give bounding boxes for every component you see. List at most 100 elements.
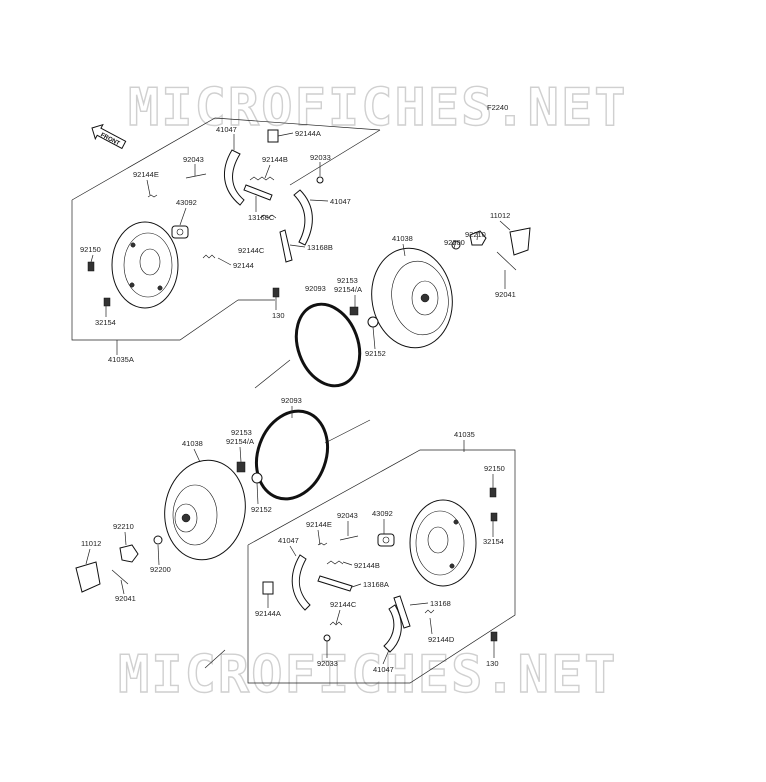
pin-92043-lower — [339, 535, 359, 541]
bolt-130-lower — [490, 631, 498, 642]
spring-92144-upper — [202, 254, 216, 259]
label-92144c: 92144C — [238, 246, 265, 255]
label-11012: 11012 — [81, 539, 101, 548]
label-11012: 11012 — [490, 211, 510, 220]
nut-92210-upper — [469, 230, 487, 246]
label-13168b: 13168B — [307, 243, 333, 252]
washer-92152-lower — [251, 472, 263, 484]
spring-92144d-lower — [424, 609, 435, 614]
front-arrow-icon: FRONT — [91, 123, 127, 150]
label-92144d: 92144D — [428, 635, 455, 644]
label-41035: 41035 — [454, 430, 475, 439]
label-13168: 13168 — [430, 599, 451, 608]
brake-shoe-41047-upper-a — [223, 149, 245, 206]
label-92153: 92153 — [231, 428, 252, 437]
label-130: 130 — [486, 659, 499, 668]
brake-drum-41038-lower — [164, 459, 246, 561]
lever-13168c-upper — [243, 184, 273, 201]
label-92150: 92150 — [484, 464, 505, 473]
pin-92144e-upper — [147, 194, 158, 198]
lever-13168b-upper — [279, 229, 293, 263]
label-92150: 92150 — [80, 245, 101, 254]
upper-assembly — [71, 117, 531, 389]
brake-shoe-41047-lower-a — [291, 554, 311, 611]
label-92144e: 92144E — [306, 520, 332, 529]
label-41047: 41047 — [216, 125, 237, 134]
label-92043: 92043 — [337, 511, 358, 520]
label-92144c: 92144C — [330, 600, 357, 609]
backing-plate-41035 — [409, 499, 477, 587]
cap-11012-lower — [75, 561, 101, 593]
washer-92033-lower — [323, 634, 331, 642]
brake-shoe-41047-lower-b — [383, 604, 402, 653]
label-92210: 92210 — [465, 230, 486, 239]
wheel-cylinder-43092-lower — [377, 533, 395, 547]
label-43092: 43092 — [372, 509, 393, 518]
label-41035a: 41035A — [108, 355, 134, 364]
pin-92144e-lower — [317, 542, 328, 546]
watermark-bottom: MICROFICHES.NET — [118, 645, 618, 705]
clip-92144a-lower — [262, 581, 274, 595]
label-92152: 92152 — [251, 505, 272, 514]
lever-13168a-lower — [317, 575, 353, 592]
bolt-92150-lower — [489, 487, 497, 498]
brake-drum-41038-upper — [371, 247, 453, 349]
lever-13168-lower — [393, 595, 411, 629]
seal-ring-92093-lower — [255, 409, 329, 501]
brake-shoe-41047-upper-b — [293, 189, 313, 246]
label-92043: 92043 — [183, 155, 204, 164]
label-92041: 92041 — [115, 594, 136, 603]
washer-92152-upper — [367, 316, 379, 328]
label-92154a: 92154/A — [226, 437, 254, 446]
lower-assembly — [75, 409, 516, 684]
label-43092: 43092 — [176, 198, 197, 207]
leader-lines — [85, 132, 511, 665]
spring-92144c-upper — [259, 214, 277, 219]
label-92033: 92033 — [310, 153, 331, 162]
label-32154: 32154 — [95, 318, 116, 327]
nipple-32154-upper — [103, 297, 111, 307]
label-92093: 92093 — [281, 396, 302, 405]
label-92144e: 92144E — [133, 170, 159, 179]
label-41047: 41047 — [330, 197, 351, 206]
watermark-top: MICROFICHES.NET — [128, 78, 628, 138]
label-13168c: 13168C — [248, 213, 275, 222]
cap-11012-upper — [509, 227, 531, 256]
figure-code: F2240 — [487, 103, 508, 112]
label-92093: 92093 — [305, 284, 326, 293]
label-41047: 41047 — [278, 536, 299, 545]
backing-plate-41035a — [111, 221, 179, 309]
label-92033: 92033 — [317, 659, 338, 668]
nut-92210-lower — [119, 544, 139, 563]
seal-ring-92093-upper — [294, 302, 362, 388]
washer-92200-lower — [153, 535, 163, 545]
label-13168a: 13168A — [363, 580, 389, 589]
label-92152: 92152 — [365, 349, 386, 358]
lower-labels: 92093 41035 92153 92154/A 41038 92150 92… — [81, 396, 505, 674]
wheel-cylinder-43092 — [171, 225, 189, 239]
washer-92033-upper — [316, 176, 324, 184]
spring-92144c-lower — [329, 621, 343, 626]
stud-92153-upper — [349, 306, 359, 316]
label-92210: 92210 — [113, 522, 134, 531]
bolt-130-upper — [272, 287, 280, 298]
label-130: 130 — [272, 311, 285, 320]
label-92144: 92144 — [233, 261, 254, 270]
label-32154: 32154 — [483, 537, 504, 546]
label-41038: 41038 — [182, 439, 203, 448]
label-41038: 41038 — [392, 234, 413, 243]
cotter-pin-92041-lower — [111, 569, 129, 585]
label-41047: 41047 — [373, 665, 394, 674]
pin-92043-upper — [185, 173, 207, 179]
clip-92144a-upper — [267, 129, 279, 143]
spring-92144b-lower — [326, 560, 344, 565]
upper-labels: 41047 92144A 92043 92144B 92033 92144E 4… — [80, 125, 516, 364]
label-92154a: 92154/A — [334, 285, 362, 294]
label-92144a: 92144A — [255, 609, 281, 618]
bolt-92150-upper — [87, 261, 95, 272]
stud-92153-lower — [236, 461, 246, 473]
label-92200: 92200 — [444, 238, 465, 247]
nipple-32154-lower — [490, 512, 498, 522]
label-92041: 92041 — [495, 290, 516, 299]
